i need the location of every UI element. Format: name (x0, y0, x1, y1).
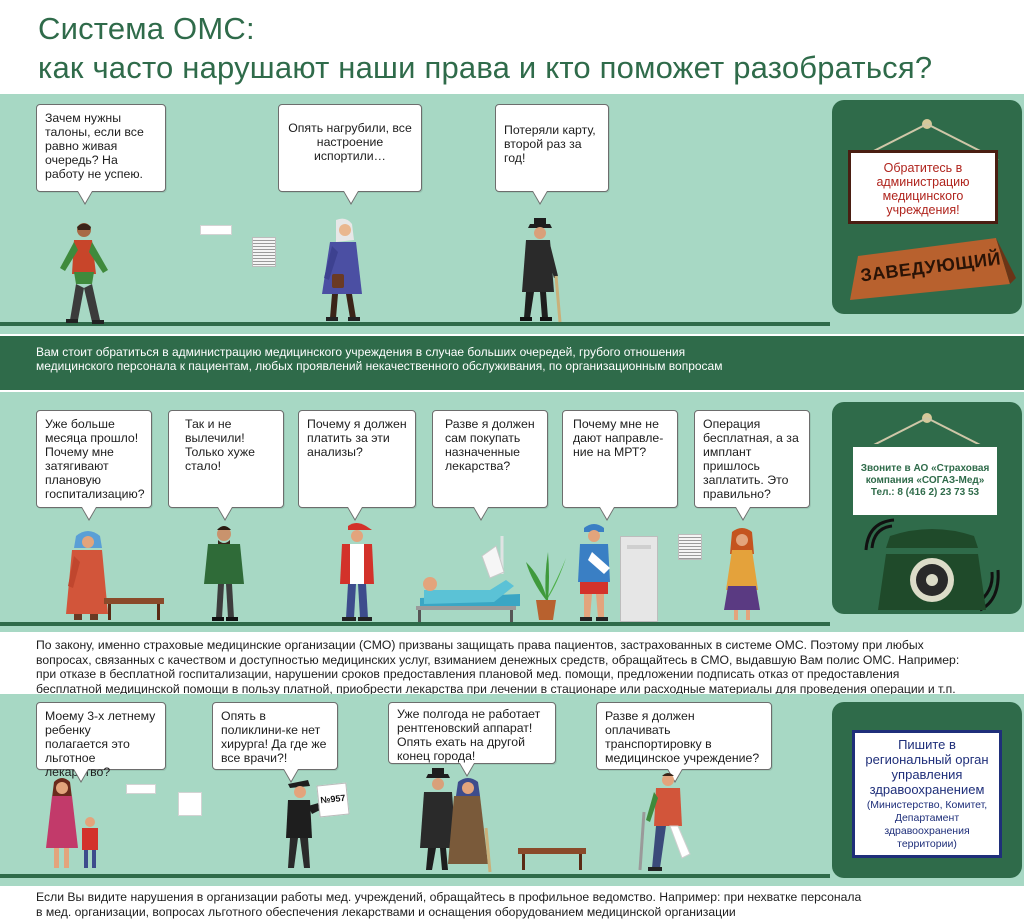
bubble-rentgen-text: Уже полгода не работает рентгеновский ап… (397, 707, 541, 763)
ministry-card: Пишите в региональный орган управления з… (832, 702, 1022, 878)
admin-sign: Обратитесь в администрацию медицинского … (848, 150, 998, 224)
smo-sign: Звоните в АО «Страховая компания «СОГАЗ-… (850, 444, 1000, 518)
smo-card: Звоните в АО «Страховая компания «СОГАЗ-… (832, 402, 1022, 614)
ministry-sign: Пишите в региональный орган управления з… (852, 730, 1002, 858)
bubble-transport: Разве я должен оплачивать транспортировк… (596, 702, 772, 783)
patient-on-bed (416, 536, 520, 622)
admin-sign-text: Обратитесь в администрацию медицинского … (876, 161, 970, 217)
section-1-caption: Вам стоит обратиться в администрацию мед… (0, 336, 1024, 390)
admin-card: Обратитесь в администрацию медицинского … (832, 100, 1022, 314)
bubble-lekarstva-text: Разве я должен сам покупать назначенные … (445, 417, 535, 473)
bubble-gospitalizaciya: Уже больше месяца прошло! Почему мне зат… (36, 410, 152, 521)
title-line-2: как часто нарушают наши права и кто помо… (38, 50, 933, 85)
section-2-floor (0, 622, 830, 626)
bubble-mrt-text: Почему мне не дают направле-ние на МРТ? (573, 417, 664, 459)
elderly-couple (420, 768, 492, 873)
wall-notice-2 (678, 534, 702, 560)
man-on-crutch (638, 773, 691, 871)
ministry-sign-sub: (Министерство, Комитет, Департамент здра… (866, 799, 988, 850)
woman-headscarf (66, 531, 108, 620)
bubble-ne-vylechili: Так и не вылечили! Только хуже стало! (168, 410, 284, 521)
mother-with-child (46, 778, 98, 868)
bubble-net-hirurga: Опять в поликлини-ке нет хирурга! Да где… (212, 702, 338, 783)
man-walking (60, 223, 108, 324)
queue-ticket-number: №957 (319, 792, 346, 806)
bubble-gospitalizaciya-text: Уже больше месяца прошло! Почему мне зат… (45, 417, 145, 501)
potted-plant-icon (526, 552, 566, 620)
section-1-caption-line-1: Вам стоит обратиться в администрацию мед… (36, 345, 686, 359)
queue-ticket: №957 (316, 782, 350, 818)
section-2-caption-line-3: при отказе в бесплатной госпитализации, … (36, 667, 900, 681)
section-3-floor (0, 874, 830, 878)
bubble-lgotnoe-lekarstvo: Моему 3-х летнему ребенку полагается это… (36, 702, 166, 783)
bubble-poteryali: Потеряли карту, второй раз за год! (495, 104, 609, 205)
bubble-rentgen: Уже полгода не работает рентгеновский ап… (388, 702, 556, 777)
bubble-net-hirurga-text: Опять в поликлини-ке нет хирурга! Да где… (221, 709, 327, 765)
wall-sign-blank-3 (178, 792, 202, 816)
woman-red-hair (724, 528, 760, 620)
bubble-nagrubili: Опять нагрубили, все настроение испортил… (278, 104, 422, 205)
ministry-sign-title: Пишите в региональный орган управления з… (865, 737, 989, 797)
section-2-caption-line-1: По закону, именно страховые медицинские … (36, 638, 924, 652)
telephone-icon (864, 518, 1000, 612)
smo-sign-line-2: компания «СОГАЗ-Мед» (865, 475, 985, 486)
wall-sign-blank (200, 225, 232, 235)
bubble-ne-vylechili-text: Так и не вылечили! Только хуже стало! (185, 417, 255, 473)
bubble-mrt: Почему мне не дают направле-ние на МРТ? (562, 410, 678, 521)
mri-door (620, 536, 658, 622)
bubble-analizy-text: Почему я должен платить за эти анализы? (307, 417, 407, 459)
bubble-lgotnoe-lekarstvo-text: Моему 3-х летнему ребенку полагается это… (45, 709, 156, 779)
young-man-red-cap (340, 523, 374, 621)
section-3-caption-line-2: в мед. организации, вопросах льготного о… (36, 904, 736, 919)
wall-sign-blank-2 (126, 784, 156, 794)
section-3-caption: Если Вы видите нарушения в организации р… (0, 888, 1024, 924)
elderly-woman (322, 218, 362, 321)
bubble-lekarstva: Разве я должен сам покупать назначенные … (432, 410, 548, 521)
bubble-talony-text: Зачем нужны талоны, если все равно живая… (45, 111, 144, 181)
bubble-implant-text: Операция бесплатная, а за имплант пришло… (703, 417, 799, 501)
bubble-transport-text: Разве я должен оплачивать транспортировк… (605, 709, 760, 765)
section-1-caption-line-2: медицинского персонала к пациентам, любы… (36, 359, 723, 373)
smo-sign-phone: Тел.: 8 (416 2) 23 73 53 (870, 487, 980, 498)
section-2-caption: По закону, именно страховые медицинские … (0, 636, 1024, 696)
bench-1 (104, 598, 164, 620)
bench-2 (518, 848, 586, 870)
section-2-caption-line-2: вопросах, связанных с качеством и доступ… (36, 652, 960, 667)
section-3-caption-line-1: Если Вы видите нарушения в организации р… (36, 890, 862, 904)
title-line-1: Система ОМС: (38, 11, 255, 46)
bubble-implant: Операция бесплатная, а за имплант пришло… (694, 410, 810, 521)
smo-sign-line-1: Звоните в АО «Страховая (860, 463, 990, 474)
elderly-man-cane (520, 218, 562, 323)
bubble-talony: Зачем нужны талоны, если все равно живая… (36, 104, 166, 205)
wall-notice (252, 237, 276, 267)
section-1-floor (0, 322, 830, 326)
section-2-caption-line-4: бесплатной медицинской помощи в пользу п… (36, 681, 956, 696)
bubble-nagrubili-text: Опять нагрубили, все настроение испортил… (288, 121, 412, 163)
man-with-ticket (286, 780, 324, 868)
man-green-jacket (204, 526, 244, 621)
door-plate-icon (850, 238, 1016, 300)
man-bandaged-arm (578, 524, 610, 621)
bubble-poteryali-text: Потеряли карту, второй раз за год! (504, 123, 596, 165)
bubble-analizy: Почему я должен платить за эти анализы? (298, 410, 416, 521)
